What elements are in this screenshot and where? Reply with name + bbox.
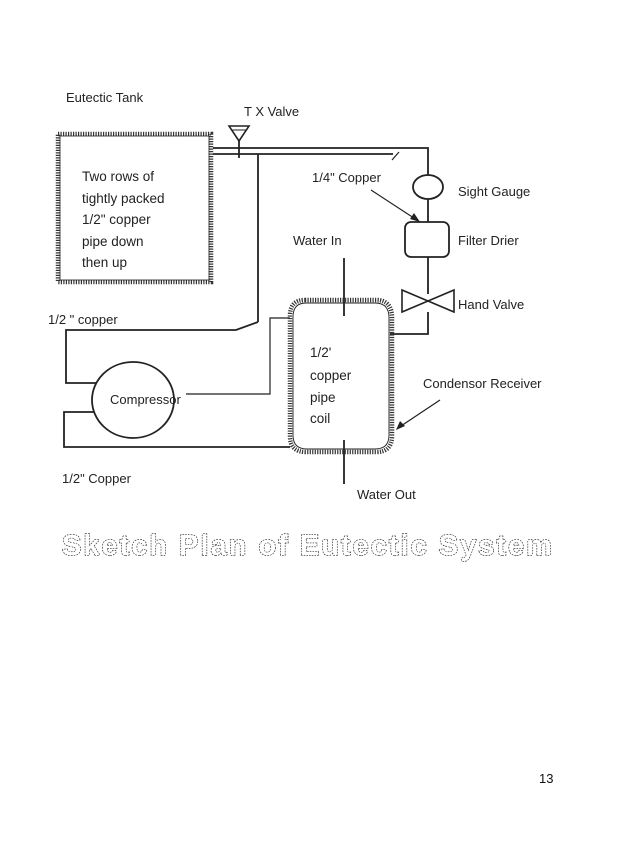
tank-text-line-4: pipe down <box>82 234 144 249</box>
tx-valve-icon <box>227 125 251 143</box>
tx-valve-label: T X Valve <box>244 104 299 119</box>
hand-valve-icon <box>401 288 455 314</box>
condensor-receiver-label: Condensor Receiver <box>423 376 542 391</box>
page-number: 13 <box>539 771 553 786</box>
filter-drier-label: Filter Drier <box>458 233 519 248</box>
hand-valve-label: Hand Valve <box>458 297 524 312</box>
compressor-discharge-line <box>186 317 290 395</box>
top-suction-line <box>213 147 429 176</box>
coil-text-line-4: coil <box>310 411 330 426</box>
upper-half-copper-label: 1/2 " copper <box>48 312 118 327</box>
water-out-label: Water Out <box>357 487 416 502</box>
compressor-icon <box>91 361 175 439</box>
coil-text-line-2: copper <box>310 368 352 383</box>
diagram-title: Sketch Plan of Eutectic System <box>62 530 554 562</box>
eutectic-tank <box>55 131 214 285</box>
labels: Eutectic Tank T X Valve 1/4" Copper Sigh… <box>48 90 542 502</box>
coil-text-line-1: 1/2' <box>310 345 331 360</box>
condenser-receiver <box>287 297 395 455</box>
sight-gauge-icon <box>412 174 444 200</box>
tank-text-line-2: tightly packed <box>82 191 165 206</box>
quarter-copper-label: 1/4" Copper <box>312 170 382 185</box>
quarter-copper-tick <box>391 151 400 161</box>
tank-text-line-1: Two rows of <box>82 169 154 184</box>
water-in-label: Water In <box>293 233 342 248</box>
condensor-receiver-leader <box>397 399 441 429</box>
handvalve-to-condenser-pipe <box>390 312 429 335</box>
eutectic-tank-label: Eutectic Tank <box>66 90 144 105</box>
compressor-label: Compressor <box>110 392 181 407</box>
coil-text-line-3: pipe <box>310 390 336 405</box>
lower-half-copper-label: 1/2" Copper <box>62 471 132 486</box>
leader-arrows <box>370 151 441 430</box>
condensor-receiver-arrowhead <box>396 421 405 430</box>
tank-text-line-5: then up <box>82 255 127 270</box>
upper-half-copper-line <box>65 321 259 384</box>
lower-half-copper-line <box>63 411 290 448</box>
sight-gauge-label: Sight Gauge <box>458 184 530 199</box>
quarter-copper-arrowhead <box>410 213 420 222</box>
filter-drier-icon <box>404 221 450 258</box>
tank-text-line-3: 1/2" copper <box>82 212 151 227</box>
